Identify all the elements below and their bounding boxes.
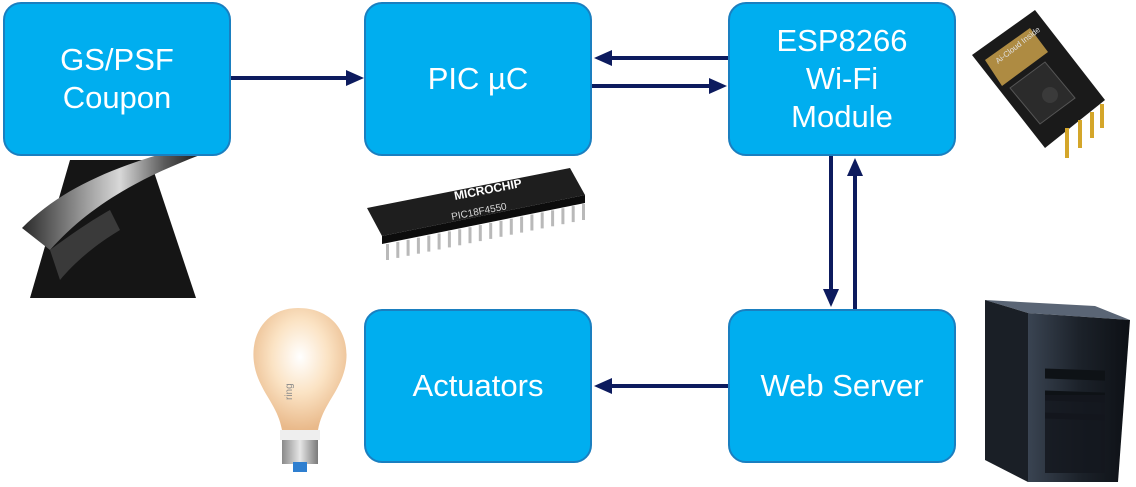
chip-pin xyxy=(561,208,565,225)
node-esp8266-module: ESP8266 Wi-Fi Module xyxy=(728,2,956,156)
node-esp-label: ESP8266 Wi-Fi Module xyxy=(776,23,908,134)
chip-pin xyxy=(478,225,482,242)
chip-pin xyxy=(571,206,575,223)
microchip-icon: MICROCHIP PIC18F4550 xyxy=(367,168,585,260)
chip-pin xyxy=(551,210,555,227)
chip-pin xyxy=(520,216,524,233)
chip-pin xyxy=(499,220,503,237)
node-web-server-label: Web Server xyxy=(760,368,924,403)
edge-web-server-to-esp xyxy=(847,158,863,309)
edge-coupon-to-pic xyxy=(231,70,364,86)
node-coupon-label: GS/PSF Coupon xyxy=(60,42,174,115)
chip-pin xyxy=(416,237,420,254)
chip-pin xyxy=(582,204,585,220)
edge-web-server-to-actuators xyxy=(594,378,728,394)
chip-pin xyxy=(447,231,451,248)
bulb-brand-label: ring xyxy=(284,383,295,400)
chip-pin xyxy=(540,212,544,229)
chip-pin xyxy=(509,218,513,235)
node-web-server: Web Server xyxy=(728,309,956,463)
chip-pin xyxy=(396,241,400,258)
light-bulb-icon: ring xyxy=(253,308,347,472)
chip-pin xyxy=(406,239,410,256)
chip-pin xyxy=(386,244,389,260)
node-pic-label: PIC µC xyxy=(427,61,529,96)
chip-pins xyxy=(386,204,585,260)
edge-esp-to-web-server xyxy=(823,156,839,307)
node-actuators-label: Actuators xyxy=(412,368,544,403)
node-actuators: Actuators xyxy=(364,309,592,463)
chip-pin xyxy=(530,214,534,231)
diagram-edges xyxy=(231,50,863,394)
server-tower-icon xyxy=(985,300,1130,482)
node-coupon: GS/PSF Coupon xyxy=(3,2,231,156)
chip-pin xyxy=(489,222,493,239)
coupon-strip-image xyxy=(22,150,200,298)
chip-pin xyxy=(437,233,441,250)
node-pic-microcontroller: PIC µC xyxy=(364,2,592,156)
edge-esp-to-pic xyxy=(594,50,728,66)
chip-pin xyxy=(427,235,431,252)
edge-pic-to-esp xyxy=(592,78,727,94)
chip-pin xyxy=(468,227,472,244)
wifi-module-icon: Ai-Cloud Inside xyxy=(972,10,1105,158)
chip-pin xyxy=(458,229,462,246)
